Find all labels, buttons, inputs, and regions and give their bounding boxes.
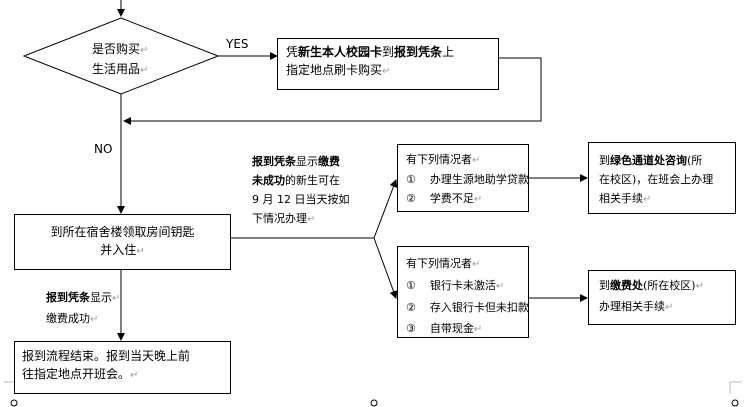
payment-office-box: 到缴费处(所在校区)↵ 办理相关手续↵ bbox=[588, 270, 736, 325]
fail-bold-payment: 缴费 bbox=[318, 155, 340, 168]
case1-item-1-num: ① bbox=[406, 173, 416, 186]
green-text-2: (所 bbox=[687, 154, 703, 167]
dorm-box: 到所在宿舍楼领取房间钥匙 并入住↵ bbox=[14, 214, 231, 270]
case2-item-3-text: 自带现金 bbox=[429, 322, 474, 335]
return-mark: ↵ bbox=[140, 45, 149, 56]
yes-label: YES bbox=[226, 37, 249, 51]
buy-bold-campus-card: 新生本人校园卡 bbox=[298, 45, 383, 59]
pay-text-1: 到 bbox=[599, 279, 610, 292]
loop-back-line bbox=[123, 57, 542, 125]
decision-text: 是否购买↵ 生活用品↵ bbox=[92, 40, 148, 80]
green-line-3: 相关手续 bbox=[599, 192, 643, 205]
branch-upper-arrow bbox=[373, 179, 398, 239]
case2-item-1-text: 银行卡未激活 bbox=[429, 279, 496, 292]
green-channel-box: 到绿色通道处咨询(所 在校区)，在班会上办理 相关手续↵ bbox=[588, 142, 736, 214]
fail-bold-receipt: 报到凭条 bbox=[252, 155, 296, 168]
case1-box: 有下列情况者↵ ① 办理生源地助学贷款 ② 学费不足↵ bbox=[397, 144, 529, 212]
dorm-line-2: 并入住 bbox=[100, 243, 137, 257]
return-mark: ↵ bbox=[472, 155, 481, 166]
case2-box: 有下列情况者↵ ① 银行卡未激活↵ ② 存入银行卡但未扣款 ③ 自带现金↵ bbox=[397, 246, 529, 338]
return-mark: ↵ bbox=[112, 293, 121, 304]
pay-text-2: (所在校区) bbox=[643, 279, 696, 292]
return-mark: ↵ bbox=[665, 302, 674, 313]
return-mark: ↵ bbox=[140, 65, 149, 76]
buy-line-2: 指定地点刷卡购买 bbox=[286, 63, 383, 77]
green-bold-consult: 绿色通道处咨询 bbox=[610, 154, 687, 167]
success-line-2: 缴费成功 bbox=[46, 312, 90, 325]
return-mark: ↵ bbox=[472, 259, 481, 270]
return-mark: ↵ bbox=[495, 281, 505, 292]
dorm-line-1: 到所在宿舍楼领取房间钥匙 bbox=[50, 225, 195, 239]
case1-title: 有下列情况者 bbox=[406, 153, 472, 166]
end-line-2: 往指定地点开班会。 bbox=[22, 367, 131, 381]
case2-item-2-text: 存入银行卡但未扣款 bbox=[429, 301, 529, 314]
selection-handle bbox=[731, 399, 739, 407]
return-mark: ↵ bbox=[136, 246, 145, 257]
return-mark: ↵ bbox=[130, 370, 139, 381]
return-mark: ↵ bbox=[473, 194, 483, 205]
pay-bold-office: 缴费处 bbox=[610, 279, 643, 292]
fail-line-3: 9 月 12 日当天按如 bbox=[252, 193, 350, 206]
buy-box: 凭新生本人校园卡到报到凭条上 指定地点刷卡购买↵ bbox=[277, 38, 499, 90]
selection-handle bbox=[10, 399, 18, 407]
return-mark: ↵ bbox=[695, 281, 704, 292]
buy-text-2: 到 bbox=[382, 45, 395, 59]
green-line-2: 在校区)，在班会上办理 bbox=[599, 173, 714, 186]
end-box: 报到流程结束。报到当天晚上前 往指定地点开班会。↵ bbox=[14, 341, 231, 394]
selection-handle bbox=[370, 399, 378, 407]
case2-item-2-num: ② bbox=[406, 301, 416, 314]
fail-note: 报到凭条显示缴费 未成功的新生可在 9 月 12 日当天按如 下情况办理↵ bbox=[252, 152, 350, 229]
pay-line-2: 办理相关手续 bbox=[599, 300, 665, 313]
green-text-1: 到 bbox=[599, 154, 610, 167]
return-mark: ↵ bbox=[90, 314, 99, 325]
return-mark: ↵ bbox=[473, 324, 483, 335]
case1-item-2-num: ② bbox=[406, 192, 416, 205]
success-note: 报到凭条显示↵ 缴费成功↵ bbox=[46, 288, 120, 330]
success-bold-receipt: 报到凭条 bbox=[46, 291, 90, 304]
branch-lower-arrow bbox=[373, 237, 398, 299]
case2-item-1-num: ① bbox=[406, 279, 416, 292]
fail-line-4: 下情况办理 bbox=[252, 212, 307, 225]
case1-item-1-text: 办理生源地助学贷款 bbox=[429, 173, 529, 186]
fail-text-2: 的新生可在 bbox=[285, 174, 340, 187]
no-label: NO bbox=[94, 142, 113, 156]
case2-item-3-num: ③ bbox=[406, 322, 416, 335]
buy-bold-receipt: 报到凭条 bbox=[394, 45, 443, 59]
success-text-1: 显示 bbox=[90, 291, 112, 304]
case1-item-2-text: 学费不足 bbox=[429, 192, 474, 205]
fail-text-1: 显示 bbox=[296, 155, 318, 168]
return-mark: ↵ bbox=[382, 66, 391, 77]
case2-title: 有下列情况者 bbox=[406, 257, 472, 270]
fail-bold-unsuccessful: 未成功 bbox=[252, 174, 285, 187]
page-corner-mark bbox=[729, 381, 742, 394]
decision-line-2: 生活用品 bbox=[92, 62, 141, 76]
decision-line-1: 是否购买 bbox=[92, 42, 141, 56]
buy-text-1: 凭 bbox=[286, 45, 299, 59]
buy-text-3: 上 bbox=[442, 45, 455, 59]
end-line-1: 报到流程结束。报到当天晚上前 bbox=[22, 349, 191, 363]
return-mark: ↵ bbox=[307, 214, 316, 225]
return-mark: ↵ bbox=[643, 194, 652, 205]
